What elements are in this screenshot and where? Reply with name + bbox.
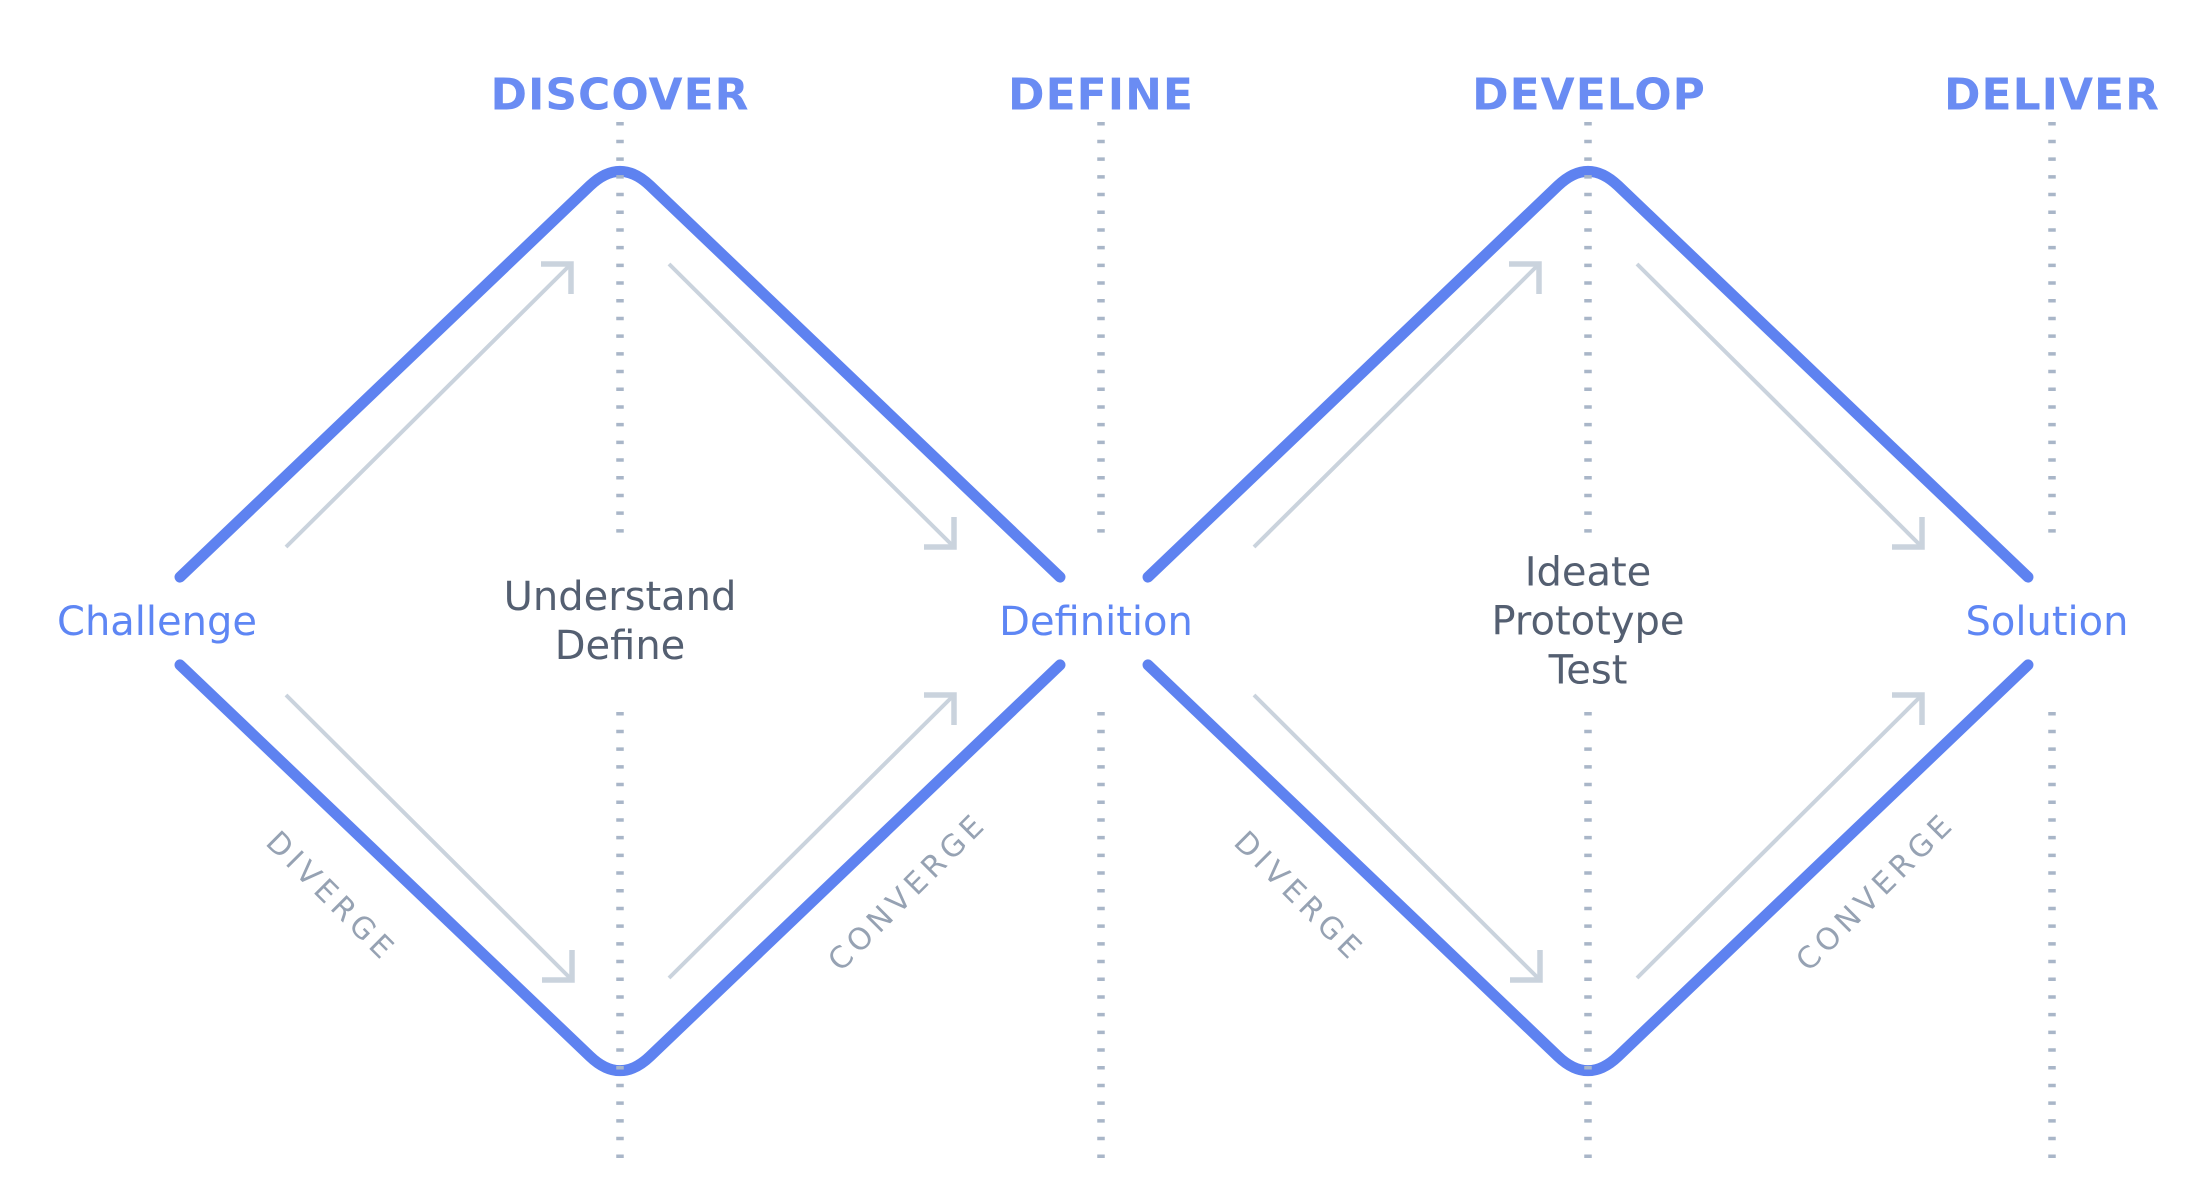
arrow-converge-up-1 (667, 692, 957, 980)
arrow-diverge-down-2 (1252, 693, 1543, 983)
arrow-diverge-up-1 (284, 261, 574, 549)
arrow-converge-up-2 (1635, 692, 1925, 980)
arrows-layer (284, 261, 1925, 983)
arrow-diverge-up-2 (1252, 261, 1542, 549)
diamond-develop-deliver-bottom-edges (1142, 659, 2034, 1077)
dotted-lines-layer (616, 122, 2056, 1158)
arrow-diverge-down-1 (284, 693, 575, 983)
diamond-discover-define-top-edges (174, 165, 1066, 583)
diamond-discover-define (174, 165, 1066, 1077)
diamond-develop-deliver (1142, 165, 2034, 1077)
diamond-develop-deliver-top-edges (1142, 165, 2034, 583)
arrow-converge-down-1 (667, 262, 957, 550)
diamonds-layer (174, 165, 2034, 1077)
diamond-discover-define-bottom-edges (174, 659, 1066, 1077)
arrow-converge-down-2 (1635, 262, 1925, 550)
